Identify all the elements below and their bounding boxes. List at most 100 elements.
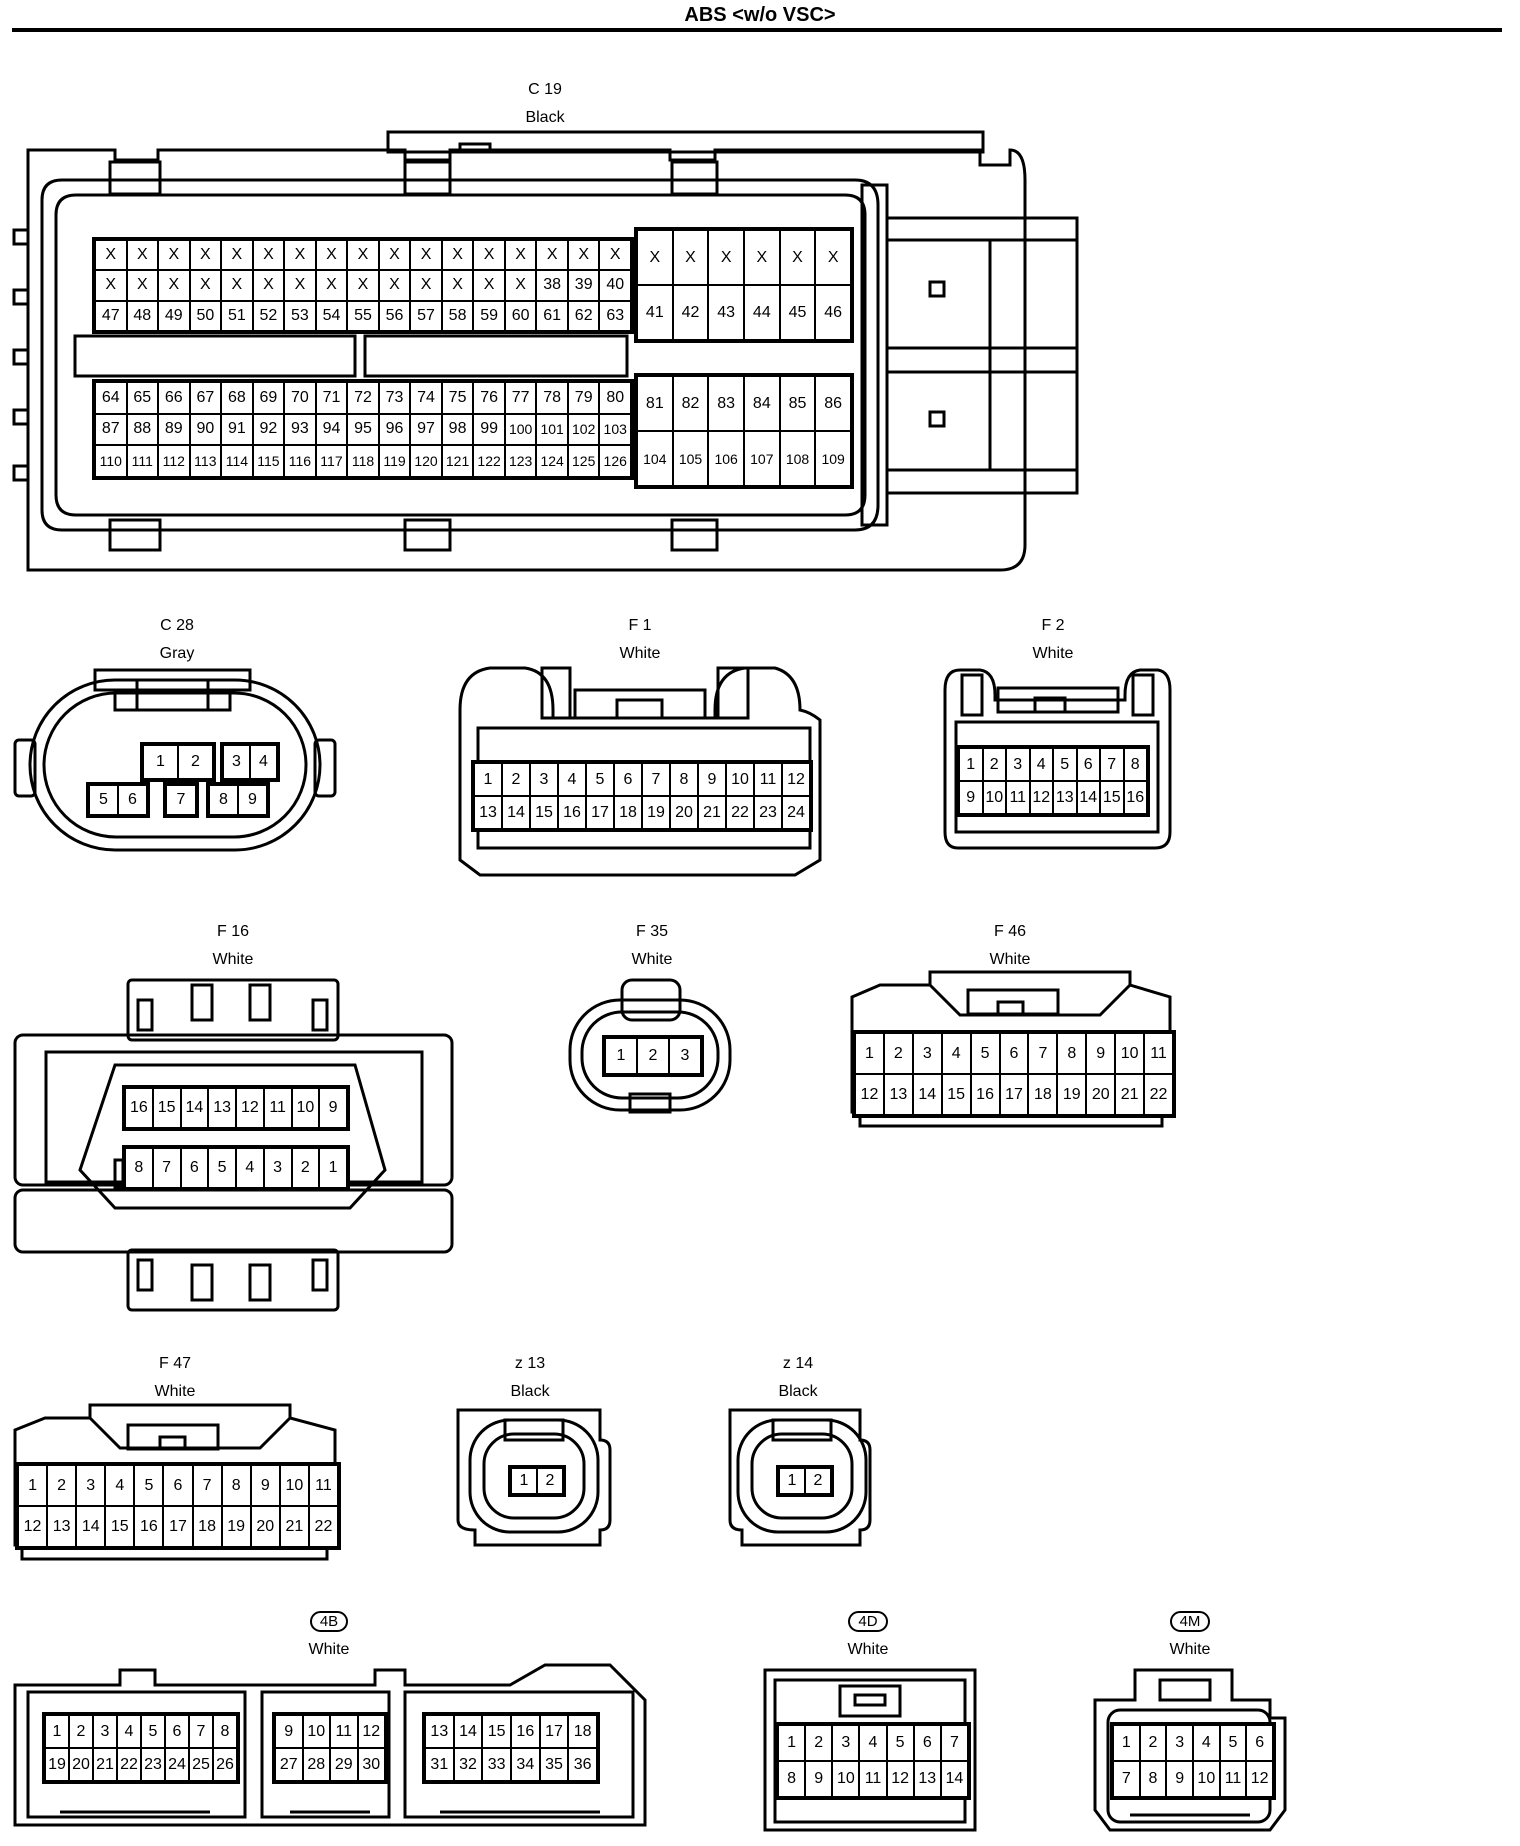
connector-outline-4b [13,1663,647,1827]
connector-outline-c19 [12,130,1079,572]
pin-cell: 113 [189,445,222,477]
pin-cell: X [221,240,253,271]
connector-code: F 47 [158,1355,191,1372]
pin-cell: 13 [913,1761,941,1797]
pin-cell: 8 [1123,748,1147,781]
pin-cell: 3 [1166,1725,1193,1761]
pin-cell: X [252,240,285,271]
pin-cell: 87 [95,413,127,446]
pin-cell: 63 [599,300,631,331]
pin-cell: 14 [1076,781,1100,814]
pin-cell: 103 [599,413,631,446]
pin-cell: 5 [1053,748,1077,781]
pin-cell: 11 [859,1761,887,1797]
pin-cell: 112 [158,445,190,477]
pin-cell: 6 [180,1148,209,1188]
pin-cell: 93 [284,413,316,446]
pin-cell: 12 [1246,1761,1273,1797]
pin-cell: 91 [221,413,253,446]
pin-cell: 25 [189,1748,213,1781]
pin-cell: 13 [883,1074,913,1115]
pin-cell: 5 [1219,1725,1247,1761]
pin-cell: 126 [599,445,631,477]
connector-label-f46: F 46 White [930,918,1090,974]
pin-cell: 56 [378,300,411,331]
pin-cell: 3 [530,763,558,796]
pin-cell: 3 [223,745,250,779]
pin-cell: 8 [1139,1761,1167,1797]
pin-cell: 15 [530,796,558,829]
pin-cell: 84 [744,376,780,431]
pin-cell: X [441,240,474,271]
pin-cell: 61 [536,300,568,331]
connector-code: F 46 [993,923,1026,940]
pin-cell: 8 [213,1715,237,1748]
pin-cell: 79 [567,382,600,414]
pin-cell: 125 [567,445,600,477]
pin-cell: X [189,240,222,271]
pin-cell: 22 [726,796,754,829]
pin-cell: 7 [152,1148,181,1188]
pin-cell: 64 [95,382,127,414]
pin-cell: 12 [886,1761,914,1797]
pin-cell: 6 [163,1465,193,1506]
pin-cell: X [473,240,505,271]
pin-cell: X [284,270,316,301]
pin-cell: 92 [252,413,285,446]
pin-cell: 9 [275,1715,303,1748]
pin-cell: 109 [815,431,851,486]
pin-cell: 2 [178,745,213,779]
connector-code-tag: 4D [848,1611,888,1632]
connector-color: White [989,951,1031,968]
connector-code-tag: 4B [309,1611,349,1632]
pin-cell: X [315,240,348,271]
pin-cell: 7 [940,1725,968,1761]
pin-cell: 2 [69,1715,93,1748]
pin-cell: 101 [536,413,568,446]
pin-cell: 7 [1100,748,1124,781]
pin-cell: 3 [832,1725,860,1761]
pin-cell: 4 [250,745,277,779]
pin-cell: 14 [912,1074,942,1115]
pin-cell: 5 [89,785,118,815]
pin-cell: X [637,230,673,285]
pin-cell: 21 [279,1506,309,1547]
pin-cell: X [779,230,816,285]
pin-cell: X [95,270,127,301]
pin-cell: 67 [189,382,222,414]
connector-color: White [1169,1641,1211,1658]
pin-cell: 4 [236,1148,264,1188]
pin-cell: 2 [291,1148,320,1188]
pin-cell: 18 [614,796,642,829]
pin-cell: 15 [152,1088,181,1128]
page-title: ABS <w/o VSC> [684,4,836,26]
pin-cell: 16 [125,1088,153,1128]
pin-cell: 17 [999,1074,1029,1115]
pin-cell: X [567,240,600,271]
pin-cell: 106 [708,431,744,486]
pin-cell: 97 [410,413,442,446]
pin-cell: 12 [357,1715,385,1748]
connector-label-f35: F 35 White [572,918,732,974]
pin-cell: 41 [637,285,673,340]
pin-cell: 9 [698,763,726,796]
pin-cell: 5 [970,1033,1000,1074]
pin-cell: 68 [221,382,253,414]
pin-cell: 104 [637,431,673,486]
pin-cell: X [410,270,442,301]
pin-cell: X [378,270,411,301]
pin-cell: 69 [252,382,285,414]
pin-cell: 1 [855,1033,884,1074]
pin-cell: 59 [473,300,505,331]
connector-label-4d: 4D White [788,1608,948,1664]
pin-cell: 4 [859,1725,887,1761]
